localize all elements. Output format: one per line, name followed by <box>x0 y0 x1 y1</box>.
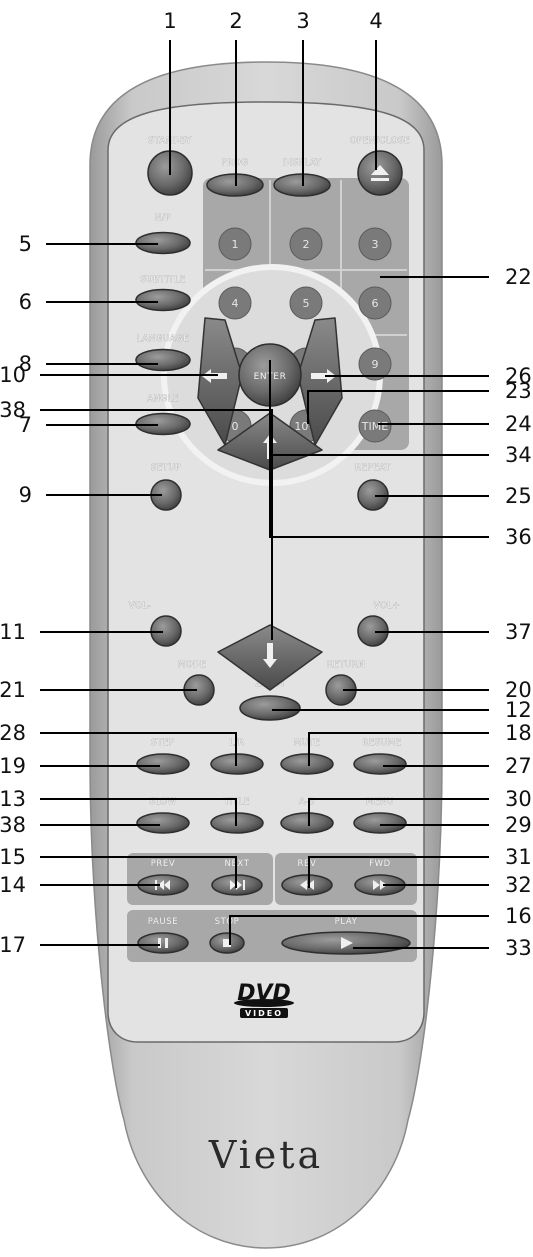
callout-number: 13 <box>0 787 26 811</box>
brand-logo: Vieta <box>208 1133 323 1177</box>
rev-button[interactable] <box>282 875 332 895</box>
callout-number: 4 <box>369 9 382 33</box>
open-close-button[interactable] <box>358 151 402 195</box>
setup-label: SETUP <box>151 463 181 473</box>
callout-number: 37 <box>505 620 532 644</box>
callout-number: 18 <box>505 721 532 745</box>
angle-label: ANGLE <box>147 394 179 404</box>
callout-number: 11 <box>0 620 26 644</box>
callout-number: 1 <box>163 9 176 33</box>
dvd-video-logo: DVD VIDEO <box>234 981 294 1018</box>
callout-number: 31 <box>505 845 532 869</box>
vol-minus-label: VOL- <box>129 601 151 611</box>
digit-label: 4 <box>232 297 239 310</box>
repeat-label: REPEAT <box>355 463 391 473</box>
callout-number: 10 <box>0 363 26 387</box>
callout-number: 15 <box>0 845 26 869</box>
digit-3-button[interactable]: 3 <box>359 228 391 260</box>
prev-label: PREV <box>151 859 176 869</box>
callout-number: 24 <box>505 412 532 436</box>
mute-button[interactable] <box>281 754 333 774</box>
digit-1-button[interactable]: 1 <box>219 228 251 260</box>
callout-number: 22 <box>505 265 532 289</box>
digit-label: 3 <box>372 238 379 251</box>
callout-number: 9 <box>19 483 32 507</box>
digit-label: 5 <box>303 297 310 310</box>
callout-number: 32 <box>505 873 532 897</box>
callout-number: 30 <box>505 787 532 811</box>
play-button[interactable] <box>282 932 410 954</box>
callout-number: 3 <box>296 9 309 33</box>
time-button[interactable]: TIME <box>359 410 391 442</box>
rev-label: REV <box>298 859 317 869</box>
digit-label: 0 <box>232 420 239 433</box>
stop-button[interactable] <box>210 933 244 953</box>
digit-label: 6 <box>372 297 379 310</box>
return-label: RETURN <box>327 660 366 670</box>
callout-number: 25 <box>505 484 532 508</box>
fwd-label: FWD <box>369 859 391 869</box>
step-label: STEP <box>151 738 174 748</box>
next-label: NEXT <box>225 859 250 869</box>
step-button[interactable] <box>137 754 189 774</box>
pause-label: PAUSE <box>148 917 178 927</box>
play-label: PLAY <box>335 917 358 927</box>
digit-label: 2 <box>303 238 310 251</box>
callout-number: 12 <box>505 698 532 722</box>
callout-number: 14 <box>0 873 26 897</box>
pause-button[interactable] <box>138 933 188 953</box>
resume-button[interactable] <box>354 754 406 774</box>
digit-4-button[interactable]: 4 <box>219 287 251 319</box>
callout-number: 27 <box>505 754 532 778</box>
digit-6-button[interactable]: 6 <box>359 287 391 319</box>
callout-number: 17 <box>0 933 26 957</box>
mode-label: MODE <box>178 660 206 670</box>
callout-number: 21 <box>0 678 26 702</box>
menu-button[interactable] <box>354 813 406 833</box>
callout-number: 38 <box>0 398 26 422</box>
callout-number: 28 <box>0 721 26 745</box>
callout-number: 6 <box>19 290 32 314</box>
callout-number: 26 <box>505 364 532 388</box>
resume-label: RESUME <box>362 738 401 748</box>
digit-2-button[interactable]: 2 <box>290 228 322 260</box>
digit-5-button[interactable]: 5 <box>290 287 322 319</box>
vol-plus-label: VOL+ <box>374 601 401 611</box>
callout-number: 33 <box>505 936 532 960</box>
digit-label: 9 <box>372 358 379 371</box>
callout-number: 5 <box>19 232 32 256</box>
subtitle-button[interactable] <box>136 290 190 311</box>
zoom-button[interactable] <box>240 696 300 720</box>
mute-label: MUTE <box>294 738 321 748</box>
slow-button[interactable] <box>137 813 189 833</box>
np-label: N/P <box>155 213 171 223</box>
callout-number: 36 <box>505 525 532 549</box>
language-label: LANGUAGE <box>137 334 189 344</box>
callout-number: 16 <box>505 904 532 928</box>
callout-number: 38 <box>0 813 26 837</box>
callout-number: 2 <box>229 9 242 33</box>
stop-label: STOP <box>215 917 240 927</box>
video-logo-text: VIDEO <box>245 1009 283 1018</box>
callout-number: 34 <box>505 443 532 467</box>
subtitle-label: SUBTITLE <box>140 275 185 285</box>
open-close-label: OPEN/CLOSE <box>350 136 410 146</box>
language-button[interactable] <box>136 350 190 371</box>
callout-number: 29 <box>505 813 532 837</box>
digit-label: TIME <box>361 420 388 433</box>
digit-label: 1 <box>232 238 239 251</box>
callout-number: 19 <box>0 754 26 778</box>
ab-button[interactable] <box>281 813 333 833</box>
